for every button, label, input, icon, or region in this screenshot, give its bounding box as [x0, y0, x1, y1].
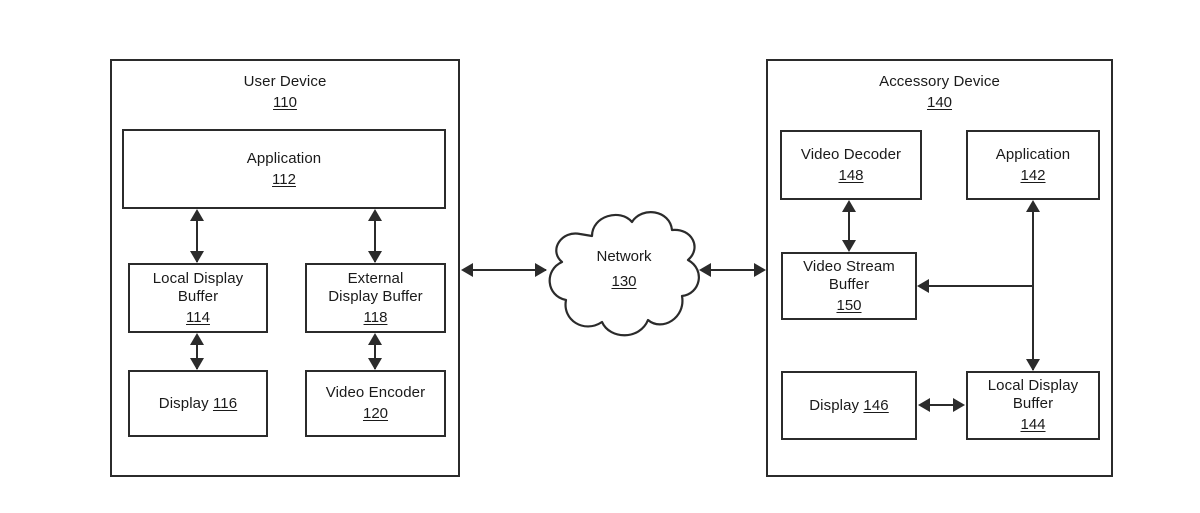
display-116-block[interactable]: Display 116 — [128, 370, 268, 437]
video-encoder-120-block[interactable]: Video Encoder 120 — [305, 370, 446, 437]
application-112-block[interactable]: Application 112 — [122, 129, 446, 209]
accessory-device-header: Accessory Device 140 — [768, 73, 1111, 112]
connector-app112-ldb114-arrow-down — [190, 251, 204, 263]
connector-app142-ldb144-arrow-up — [1026, 200, 1040, 212]
connector-network-accessory-arrow-right — [754, 263, 766, 277]
video-encoder-120-label: Video Encoder — [325, 384, 426, 401]
accessory-device-ref: 140 — [926, 94, 953, 111]
connector-edb118-encoder120-arrow-down — [368, 358, 382, 370]
connector-app112-ldb114-arrow-up — [190, 209, 204, 221]
display-116-ref: 116 — [212, 394, 238, 412]
accessory-device-title: Accessory Device — [879, 73, 1000, 90]
connector-userdevice-network-arrow-right — [535, 263, 547, 277]
network-ref: 130 — [540, 273, 708, 290]
local-display-buffer-144-ref: 144 — [1020, 416, 1046, 433]
application-142-ref: 142 — [1020, 166, 1046, 184]
display-116-label: Display 116 — [159, 395, 237, 413]
connector-userdevice-network-line — [468, 269, 546, 271]
user-device-header: User Device 110 — [112, 73, 458, 112]
connector-display146-ldb144-arrow-right — [953, 398, 965, 412]
connector-ldb114-display116-line — [196, 335, 198, 369]
connector-app112-edb118-arrow-up — [368, 209, 382, 221]
external-display-buffer-118-block[interactable]: External Display Buffer 118 — [305, 263, 446, 333]
connector-display146-ldb144-line — [926, 404, 958, 406]
connector-app112-ldb114-line — [196, 211, 198, 262]
connector-decoder148-vsb150-arrow-up — [842, 200, 856, 212]
connector-app142-ldb144-line — [1032, 202, 1034, 370]
user-device-ref: 110 — [273, 94, 297, 111]
connector-display146-ldb144-arrow-left — [918, 398, 930, 412]
connector-decoder148-vsb150-arrow-down — [842, 240, 856, 252]
connector-trunk-vsb150-arrow-left — [917, 279, 929, 293]
connector-trunk-vsb150-line — [926, 285, 1033, 287]
external-display-buffer-118-label-line1: External — [347, 269, 404, 287]
application-112-ref: 112 — [272, 170, 296, 188]
external-display-buffer-118-ref: 118 — [363, 308, 388, 326]
connector-userdevice-network-arrow-left — [461, 263, 473, 277]
local-display-buffer-114-label-line1: Local Display — [152, 269, 244, 287]
local-display-buffer-114-block[interactable]: Local Display Buffer 114 — [128, 263, 268, 333]
network-ref-text: 130 — [611, 273, 637, 290]
local-display-buffer-114-ref: 114 — [186, 308, 210, 326]
connector-app142-ldb144-arrow-down — [1026, 359, 1040, 371]
video-decoder-148-block[interactable]: Video Decoder 148 — [780, 130, 922, 200]
application-142-label: Application — [995, 145, 1071, 163]
local-display-buffer-144-label-line1: Local Display — [987, 377, 1079, 394]
video-stream-buffer-150-ref: 150 — [836, 296, 862, 314]
video-decoder-148-label: Video Decoder — [800, 145, 902, 163]
video-decoder-148-ref: 148 — [838, 166, 864, 184]
display-146-ref: 146 — [863, 396, 889, 414]
connector-app112-edb118-arrow-down — [368, 251, 382, 263]
connector-decoder148-vsb150-line — [848, 202, 850, 250]
display-146-label: Display 146 — [809, 397, 889, 415]
network-label: Network — [540, 248, 708, 265]
external-display-buffer-118-label-line2: Display Buffer — [328, 287, 423, 305]
video-stream-buffer-150-label-line1: Video Stream — [803, 257, 895, 275]
network-label-text: Network — [596, 248, 652, 265]
application-142-block[interactable]: Application 142 — [966, 130, 1100, 200]
connector-network-accessory-arrow-left — [699, 263, 711, 277]
local-display-buffer-114-label-line2: Buffer — [177, 287, 219, 305]
application-112-label: Application — [246, 149, 322, 167]
connector-edb118-encoder120-line — [374, 335, 376, 369]
connector-edb118-encoder120-arrow-up — [368, 333, 382, 345]
display-146-block[interactable]: Display 146 — [781, 371, 917, 440]
connector-ldb114-display116-arrow-up — [190, 333, 204, 345]
display-146-label-text: Display — [809, 396, 860, 414]
connector-ldb114-display116-arrow-down — [190, 358, 204, 370]
local-display-buffer-144-label-line2: Buffer — [1012, 395, 1054, 412]
network-cloud-shape — [548, 211, 700, 337]
local-display-buffer-144-block[interactable]: Local Display Buffer 144 — [966, 371, 1100, 440]
user-device-title: User Device — [243, 73, 327, 90]
video-stream-buffer-150-block[interactable]: Video Stream Buffer 150 — [781, 252, 917, 320]
video-stream-buffer-150-label-line2: Buffer — [828, 275, 870, 293]
connector-network-accessory-line — [706, 269, 764, 271]
connector-app112-edb118-line — [374, 211, 376, 262]
video-encoder-120-ref: 120 — [362, 405, 389, 422]
display-116-label-text: Display — [158, 394, 209, 412]
